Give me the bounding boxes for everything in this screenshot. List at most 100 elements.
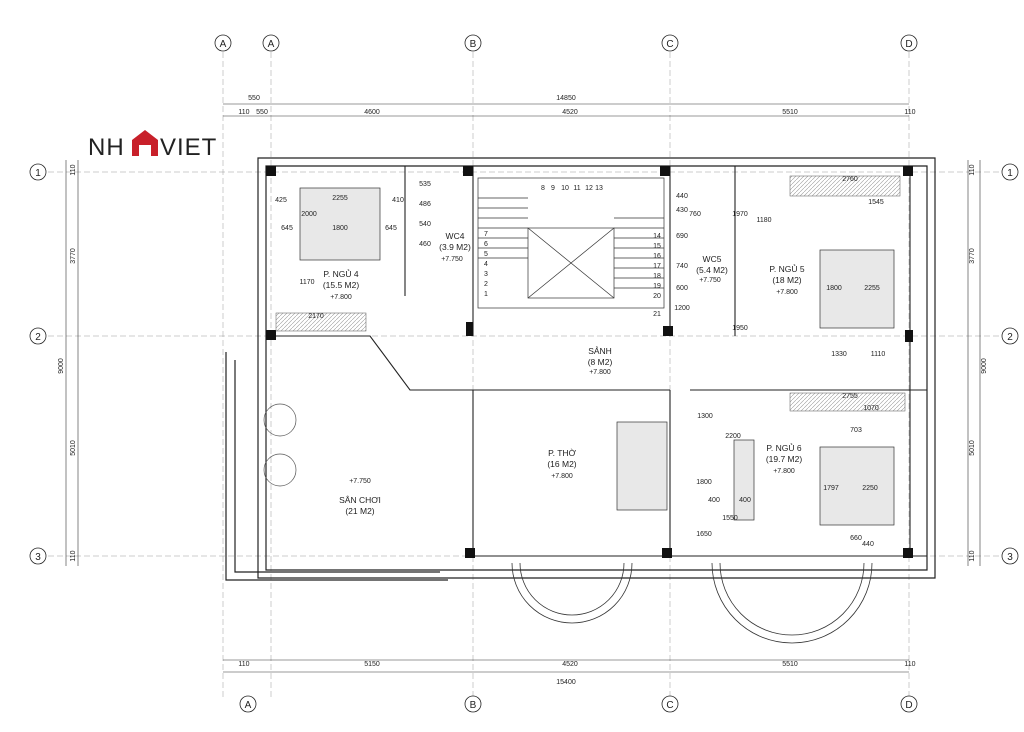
axis-label-a2: A: [268, 39, 275, 50]
inner-dimension: 1200: [674, 305, 690, 312]
inner-dimension: 2250: [862, 485, 878, 492]
stair-step: 18: [653, 273, 661, 280]
inner-dimension: 410: [392, 197, 404, 204]
axis-label-a-bottom: A: [245, 700, 252, 711]
inner-dimension: 645: [281, 225, 293, 232]
room-level: +7.750: [441, 256, 463, 263]
dim-bottom-total: 15400: [556, 679, 576, 686]
inner-dimension: 1950: [732, 325, 748, 332]
inner-dimension: 2255: [864, 285, 880, 292]
inner-dimension: 1800: [696, 479, 712, 486]
room-name: WC5: [703, 254, 722, 264]
inner-dimension: 430: [676, 207, 688, 214]
room-area: (15.5 M2): [323, 280, 360, 290]
inner-dimension: 740: [676, 263, 688, 270]
dim-top-seg: 5510: [782, 109, 798, 116]
room-area: (8 M2): [588, 357, 613, 367]
exterior-walls: [225, 157, 936, 581]
stair-step: 14: [653, 233, 661, 240]
columns: [266, 166, 913, 558]
balconies: [275, 175, 906, 412]
brand-right: VIET: [160, 134, 217, 161]
dim-right-seg: 5010: [969, 440, 976, 456]
dim-left-seg: 110: [70, 550, 77, 561]
stair-step: 8: [541, 185, 545, 192]
stair-step: 16: [653, 253, 661, 260]
dim-top-seg: 110: [238, 109, 249, 116]
axis-label-a1: A: [220, 39, 227, 50]
stair-step: 7: [484, 231, 488, 238]
inner-dimension: 2000: [301, 211, 317, 218]
dimension-lines: [65, 103, 981, 673]
stair-step: 3: [484, 271, 488, 278]
room-level: +7.800: [589, 369, 611, 376]
bed-room-4: [299, 187, 381, 261]
inner-dimension: 703: [850, 427, 862, 434]
dim-left-seg: 110: [70, 164, 77, 175]
inner-dimension: 645: [385, 225, 397, 232]
axis-label-3: 3: [35, 552, 41, 563]
room-name: P. NGỦ 4: [323, 268, 359, 279]
inner-dimension: 1800: [826, 285, 842, 292]
inner-dimension: 1550: [722, 515, 738, 522]
dim-left-seg: 5010: [70, 440, 77, 456]
inner-dimension: 600: [676, 285, 688, 292]
grid-lines: [48, 52, 1000, 700]
axis-label-1: 1: [35, 168, 41, 179]
stair-step: 15: [653, 243, 661, 250]
brand-left: NH: [88, 134, 125, 161]
dim-bottom-seg: 4520: [562, 661, 578, 668]
inner-dimension: 400: [739, 497, 751, 504]
room-name: P. NGỦ 5: [769, 263, 805, 274]
inner-dimension: 1797: [823, 485, 839, 492]
inner-dimension: 1300: [697, 413, 713, 420]
house-icon: [132, 130, 158, 156]
dim-bottom-seg: 5510: [782, 661, 798, 668]
inner-dimension: 1800: [332, 225, 348, 232]
inner-dimension: 1330: [831, 351, 847, 358]
inner-dimension: 1070: [863, 405, 879, 412]
room-area: (16 M2): [547, 459, 576, 469]
inner-dimension: 540: [419, 221, 431, 228]
dim-top-total: 14850: [556, 95, 576, 102]
room-level: +7.750: [699, 277, 721, 284]
stair-step: 12: [585, 185, 593, 192]
room-name: SÂN CHƠI: [339, 495, 381, 505]
stair-step: 20: [653, 293, 661, 300]
room-level: +7.800: [551, 473, 573, 480]
dim-bottom-seg: 110: [904, 661, 915, 668]
inner-dimension: 760: [689, 211, 701, 218]
room-area: (18 M2): [772, 275, 801, 285]
axis-label-2: 2: [35, 332, 41, 343]
plants: [263, 403, 297, 487]
inner-dimension: 425: [275, 197, 287, 204]
room-area: (21 M2): [345, 506, 374, 516]
dim-left-total: 9000: [58, 358, 65, 374]
dim-top-seg: 550: [248, 95, 260, 102]
dim-right-total: 9000: [981, 358, 988, 374]
axis-label-c-bottom: C: [666, 700, 673, 711]
inner-dimension: 2255: [332, 195, 348, 202]
axis-label-d-bottom: D: [905, 700, 912, 711]
inner-dimension: 1970: [732, 211, 748, 218]
dim-top-seg: 4600: [364, 109, 380, 116]
stair-step: 11: [573, 185, 580, 192]
stair-step: 9: [551, 185, 555, 192]
inner-dimension: 486: [419, 201, 431, 208]
inner-dimension: 1180: [756, 217, 771, 224]
inner-dimension: 440: [862, 541, 874, 548]
dim-right-seg: 110: [969, 550, 976, 561]
dim-bottom-seg: 5150: [364, 661, 380, 668]
inner-dimension: 2200: [725, 433, 741, 440]
bay-windows: [511, 562, 873, 644]
stair-step: 19: [653, 283, 661, 290]
dim-right-seg: 110: [969, 164, 976, 175]
inner-dimension: 1545: [868, 199, 884, 206]
desk: [733, 439, 755, 521]
altar-table: [616, 421, 668, 511]
dim-top-seg: 110: [904, 109, 915, 116]
inner-dimension: 2170: [308, 313, 324, 320]
dim-top-seg: 4520: [562, 109, 578, 116]
room-level: +7.800: [330, 294, 352, 301]
axis-label-c: C: [666, 39, 673, 50]
